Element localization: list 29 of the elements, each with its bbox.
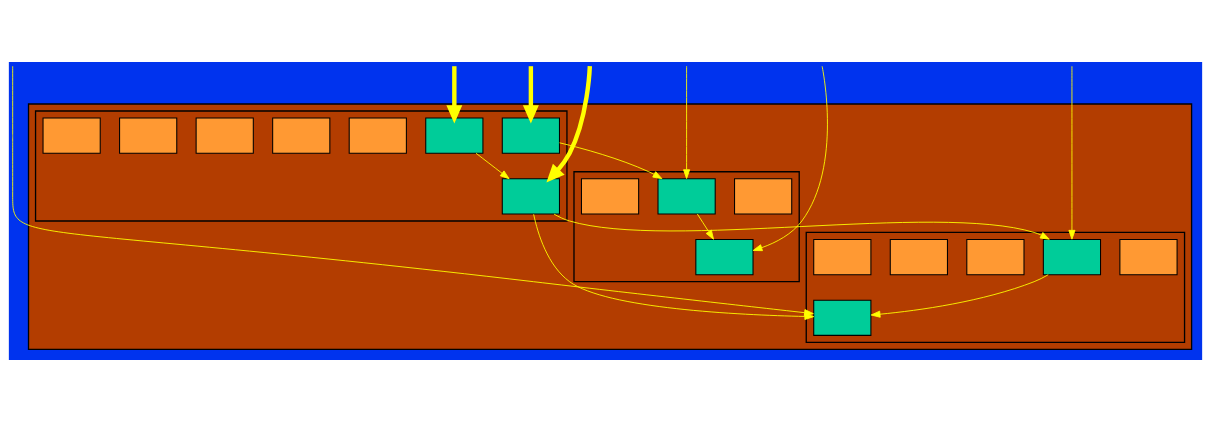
node-box <box>348 117 407 154</box>
node-box <box>966 238 1025 275</box>
arrow <box>446 65 463 123</box>
node-box <box>695 238 754 275</box>
node-box <box>272 117 331 154</box>
arrow <box>870 273 1049 318</box>
node-box <box>889 238 948 275</box>
node-box <box>734 177 793 214</box>
arrow <box>696 213 714 240</box>
node-box <box>813 299 872 336</box>
node-box <box>1119 238 1178 275</box>
node-box <box>119 117 178 154</box>
node-box <box>501 117 560 154</box>
node-box <box>501 177 560 214</box>
arrow <box>475 152 510 179</box>
arrow <box>752 65 828 251</box>
arrow <box>546 65 592 183</box>
node-box <box>425 117 484 154</box>
node-box <box>657 177 716 214</box>
arrow <box>683 65 691 179</box>
node-box <box>580 177 640 214</box>
arrow <box>553 213 1050 240</box>
node-box <box>813 238 872 275</box>
node-box <box>1042 238 1102 275</box>
node-box <box>42 117 101 154</box>
arrow <box>522 65 539 123</box>
arrow <box>559 141 663 179</box>
arrow <box>1068 65 1076 240</box>
node-box <box>195 117 254 154</box>
